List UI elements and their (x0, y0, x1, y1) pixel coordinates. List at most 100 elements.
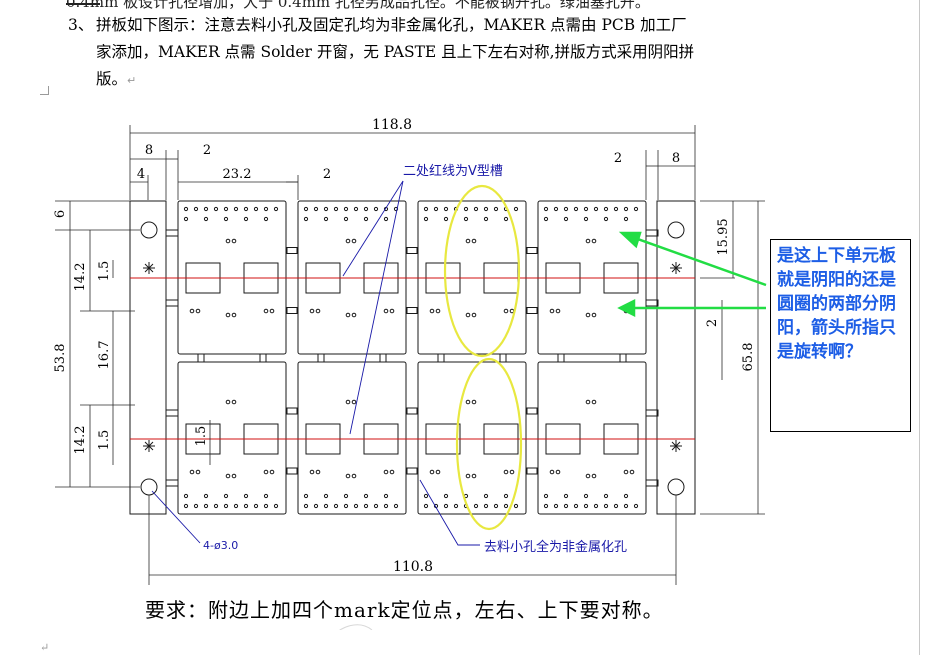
mounting-dot (543, 503, 549, 509)
item-number: 3、 (68, 16, 94, 34)
via-dot (623, 469, 629, 475)
mounting-dot (483, 206, 489, 212)
mounting-dot (503, 216, 509, 222)
via-dot (465, 312, 471, 318)
via-dot (269, 308, 275, 314)
via-dot (389, 308, 395, 314)
mark-star (670, 440, 682, 452)
mounting-dot (423, 206, 429, 212)
row-tab (379, 353, 387, 363)
non-plated-leader (419, 479, 480, 546)
mounting-dot (473, 503, 479, 509)
dim-inner-1-5: 1.5 (194, 426, 209, 447)
break-tab (286, 247, 298, 254)
via-dot (555, 469, 561, 475)
via-dot (351, 473, 357, 479)
unit-outline (177, 361, 287, 515)
mounting-dot (183, 216, 189, 222)
mounting-dot (623, 493, 629, 499)
mounting-dot (253, 206, 259, 212)
rail-tab (645, 229, 659, 237)
mounting-dot (573, 503, 579, 509)
unit-outline (537, 361, 647, 515)
mounting-dot (263, 493, 269, 499)
break-tab (526, 407, 538, 415)
mounting-dot (593, 503, 599, 509)
break-tab (526, 247, 538, 254)
mounting-dot (333, 503, 339, 509)
dim-left-1-5-bottom: 1.5 (97, 430, 112, 451)
mounting-dot (363, 206, 369, 212)
mounting-dot (543, 493, 549, 499)
mounting-dot (373, 503, 379, 509)
paragraph-line-3: 版。↵ (96, 66, 136, 94)
dim-left-16-7: 16.7 (97, 341, 112, 370)
mounting-dot (423, 216, 429, 222)
dim-left-14-2-top: 14.2 (73, 263, 88, 292)
mounting-dot (623, 503, 629, 509)
mounting-dot (583, 206, 589, 212)
v-groove-label: 二处红线为V型槽 (403, 163, 503, 179)
mounting-dot (613, 206, 619, 212)
dim-left-8: 8 (145, 143, 153, 158)
via-dot (231, 238, 237, 244)
via-dot (345, 238, 351, 244)
mounting-dot (603, 493, 609, 499)
dim-top-6: 6 (53, 210, 68, 218)
mounting-dot (633, 503, 639, 509)
bottom-paragraph-mark: ↵ (40, 641, 50, 654)
via-dot (585, 238, 591, 244)
via-dot (345, 399, 351, 405)
tooling-hole (140, 221, 158, 239)
holes-leader (151, 490, 201, 544)
via-dot (549, 308, 555, 314)
dim-total-width: 118.8 (372, 117, 412, 133)
mounting-dot (493, 503, 499, 509)
break-tab (406, 407, 418, 415)
cut-off-underline (66, 3, 100, 5)
via-dot (591, 473, 597, 479)
via-dot (383, 308, 389, 314)
via-dot (189, 308, 195, 314)
mounting-dot (473, 206, 479, 212)
mounting-dot (263, 206, 269, 212)
dim-bottom-110-8: 110.8 (393, 559, 433, 575)
via-dot (435, 469, 441, 475)
via-dot (629, 469, 635, 475)
mounting-dot (583, 503, 589, 509)
break-tab (406, 467, 418, 475)
rail-tab (645, 299, 659, 307)
via-dot (503, 469, 509, 475)
row-tab (259, 353, 267, 363)
dim-right-2: 2 (614, 151, 622, 166)
break-tab (406, 247, 418, 254)
mounting-dot (343, 216, 349, 222)
dim-left-1-5-top: 1.5 (97, 261, 112, 282)
tooling-hole (140, 478, 158, 496)
rail-tab (165, 299, 179, 307)
dim-right-65-8: 65.8 (741, 343, 756, 372)
via-dot (351, 399, 357, 405)
unit-board (417, 361, 538, 515)
via-dot (549, 469, 555, 475)
rail-tab (165, 409, 179, 417)
figure-caption: 要求：附边上加四个mark定位点，左右、上下要对称。 (145, 598, 664, 622)
via-dot (503, 308, 509, 314)
mounting-dot (353, 503, 359, 509)
mounting-dot (303, 493, 309, 499)
mounting-dot (543, 216, 549, 222)
mounting-dot (383, 493, 389, 499)
mounting-dot (223, 503, 229, 509)
via-dot (585, 473, 591, 479)
green-arrows (617, 231, 767, 318)
mounting-dot (183, 206, 189, 212)
paragraph-line-3-text: 版。 (96, 70, 128, 88)
via-dot (509, 469, 515, 475)
panel-drawing: 118.8 8 2 4 23.2 2 2 8 6 14.2 1.5 16.7 5… (53, 117, 767, 630)
mounting-dot (343, 206, 349, 212)
left-rail (129, 200, 167, 515)
mounting-dot (463, 206, 469, 212)
mounting-dot (313, 206, 319, 212)
faint-watermark (339, 624, 373, 630)
